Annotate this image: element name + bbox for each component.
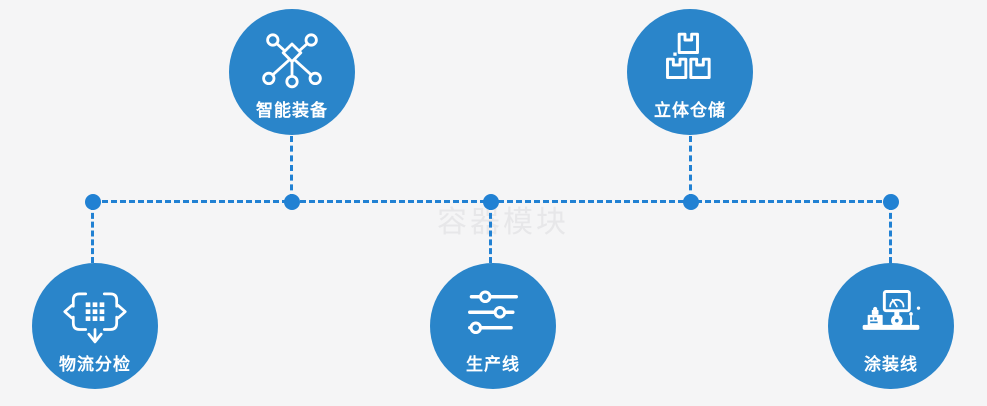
connector-vertical-top-left — [290, 136, 293, 200]
node-logistics-sorting: 物流分检 — [32, 263, 158, 389]
node-label: 立体仓储 — [654, 101, 726, 120]
connector-vertical-top-right — [689, 136, 692, 200]
node-warehouse: 立体仓储 — [627, 9, 753, 135]
node-production-line: 生产线 — [430, 263, 556, 389]
network-nodes-icon — [260, 29, 324, 91]
node-label: 物流分检 — [59, 355, 131, 374]
node-smart-equipment: 智能装备 — [229, 9, 355, 135]
machine-monitor-icon — [856, 283, 926, 345]
node-painting-line: 涂装线 — [828, 263, 954, 389]
junction-dot — [683, 194, 699, 210]
connector-vertical-center — [489, 204, 492, 263]
node-label: 生产线 — [466, 355, 520, 374]
junction-dot — [284, 194, 300, 210]
sorting-crosshair-icon — [62, 283, 128, 345]
node-label: 涂装线 — [864, 355, 918, 374]
node-label: 智能装备 — [256, 101, 328, 120]
connector-vertical-right — [889, 204, 892, 263]
junction-dot — [883, 194, 899, 210]
junction-dot — [483, 194, 499, 210]
watermark-text: 容器模块 — [437, 206, 569, 239]
junction-dot — [85, 194, 101, 210]
connector-vertical-left — [91, 204, 94, 263]
sliders-icon — [462, 283, 524, 345]
stacked-boxes-icon — [660, 29, 720, 91]
